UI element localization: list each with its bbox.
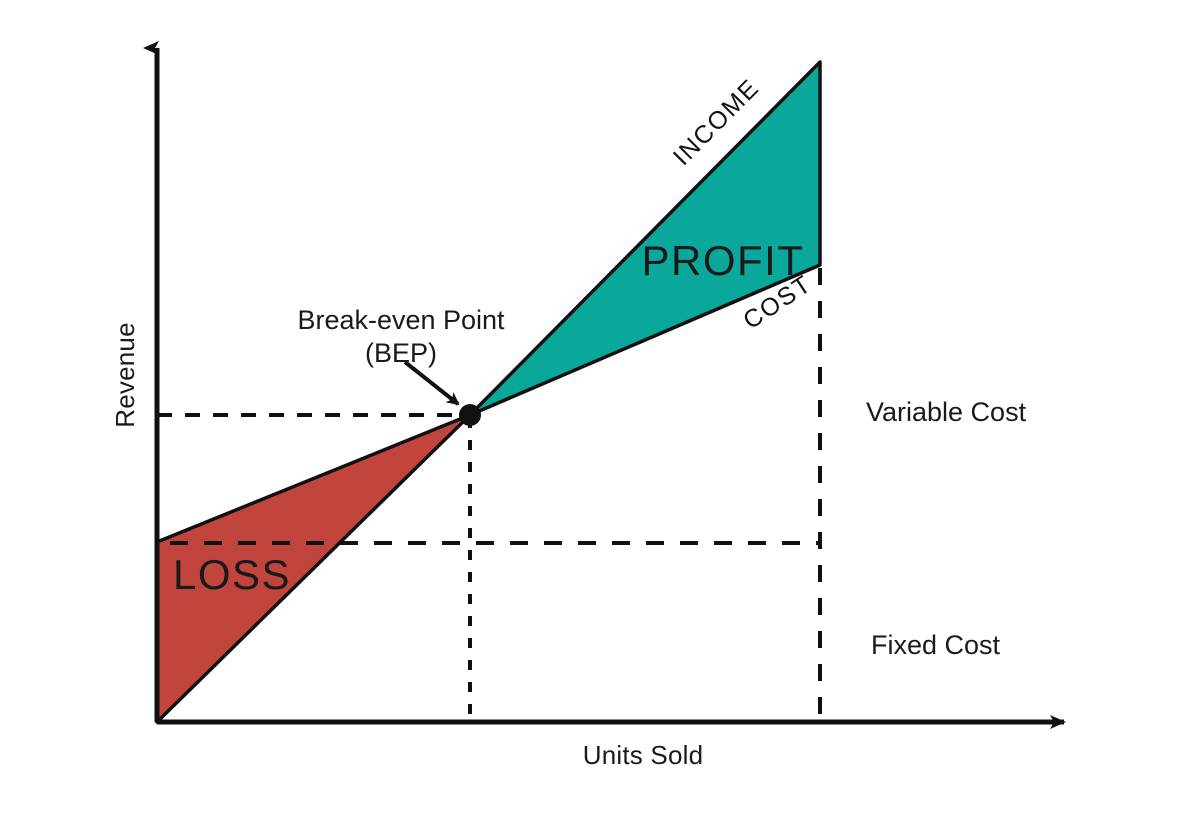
x-axis-label: Units Sold xyxy=(583,740,704,770)
bep-label-line2: (BEP) xyxy=(365,338,437,368)
bep-label-line1: Break-even Point xyxy=(297,305,505,335)
profit-region-label: PROFIT xyxy=(642,237,805,284)
loss-region-label: LOSS xyxy=(173,551,291,598)
variable-cost-label: Variable Cost xyxy=(866,397,1027,427)
y-axis-label: Revenue xyxy=(110,322,140,427)
fixed-cost-label: Fixed Cost xyxy=(871,630,1001,660)
bep-pointer-arrow xyxy=(403,360,460,406)
profit-region xyxy=(468,60,822,417)
bep-marker xyxy=(459,404,481,426)
